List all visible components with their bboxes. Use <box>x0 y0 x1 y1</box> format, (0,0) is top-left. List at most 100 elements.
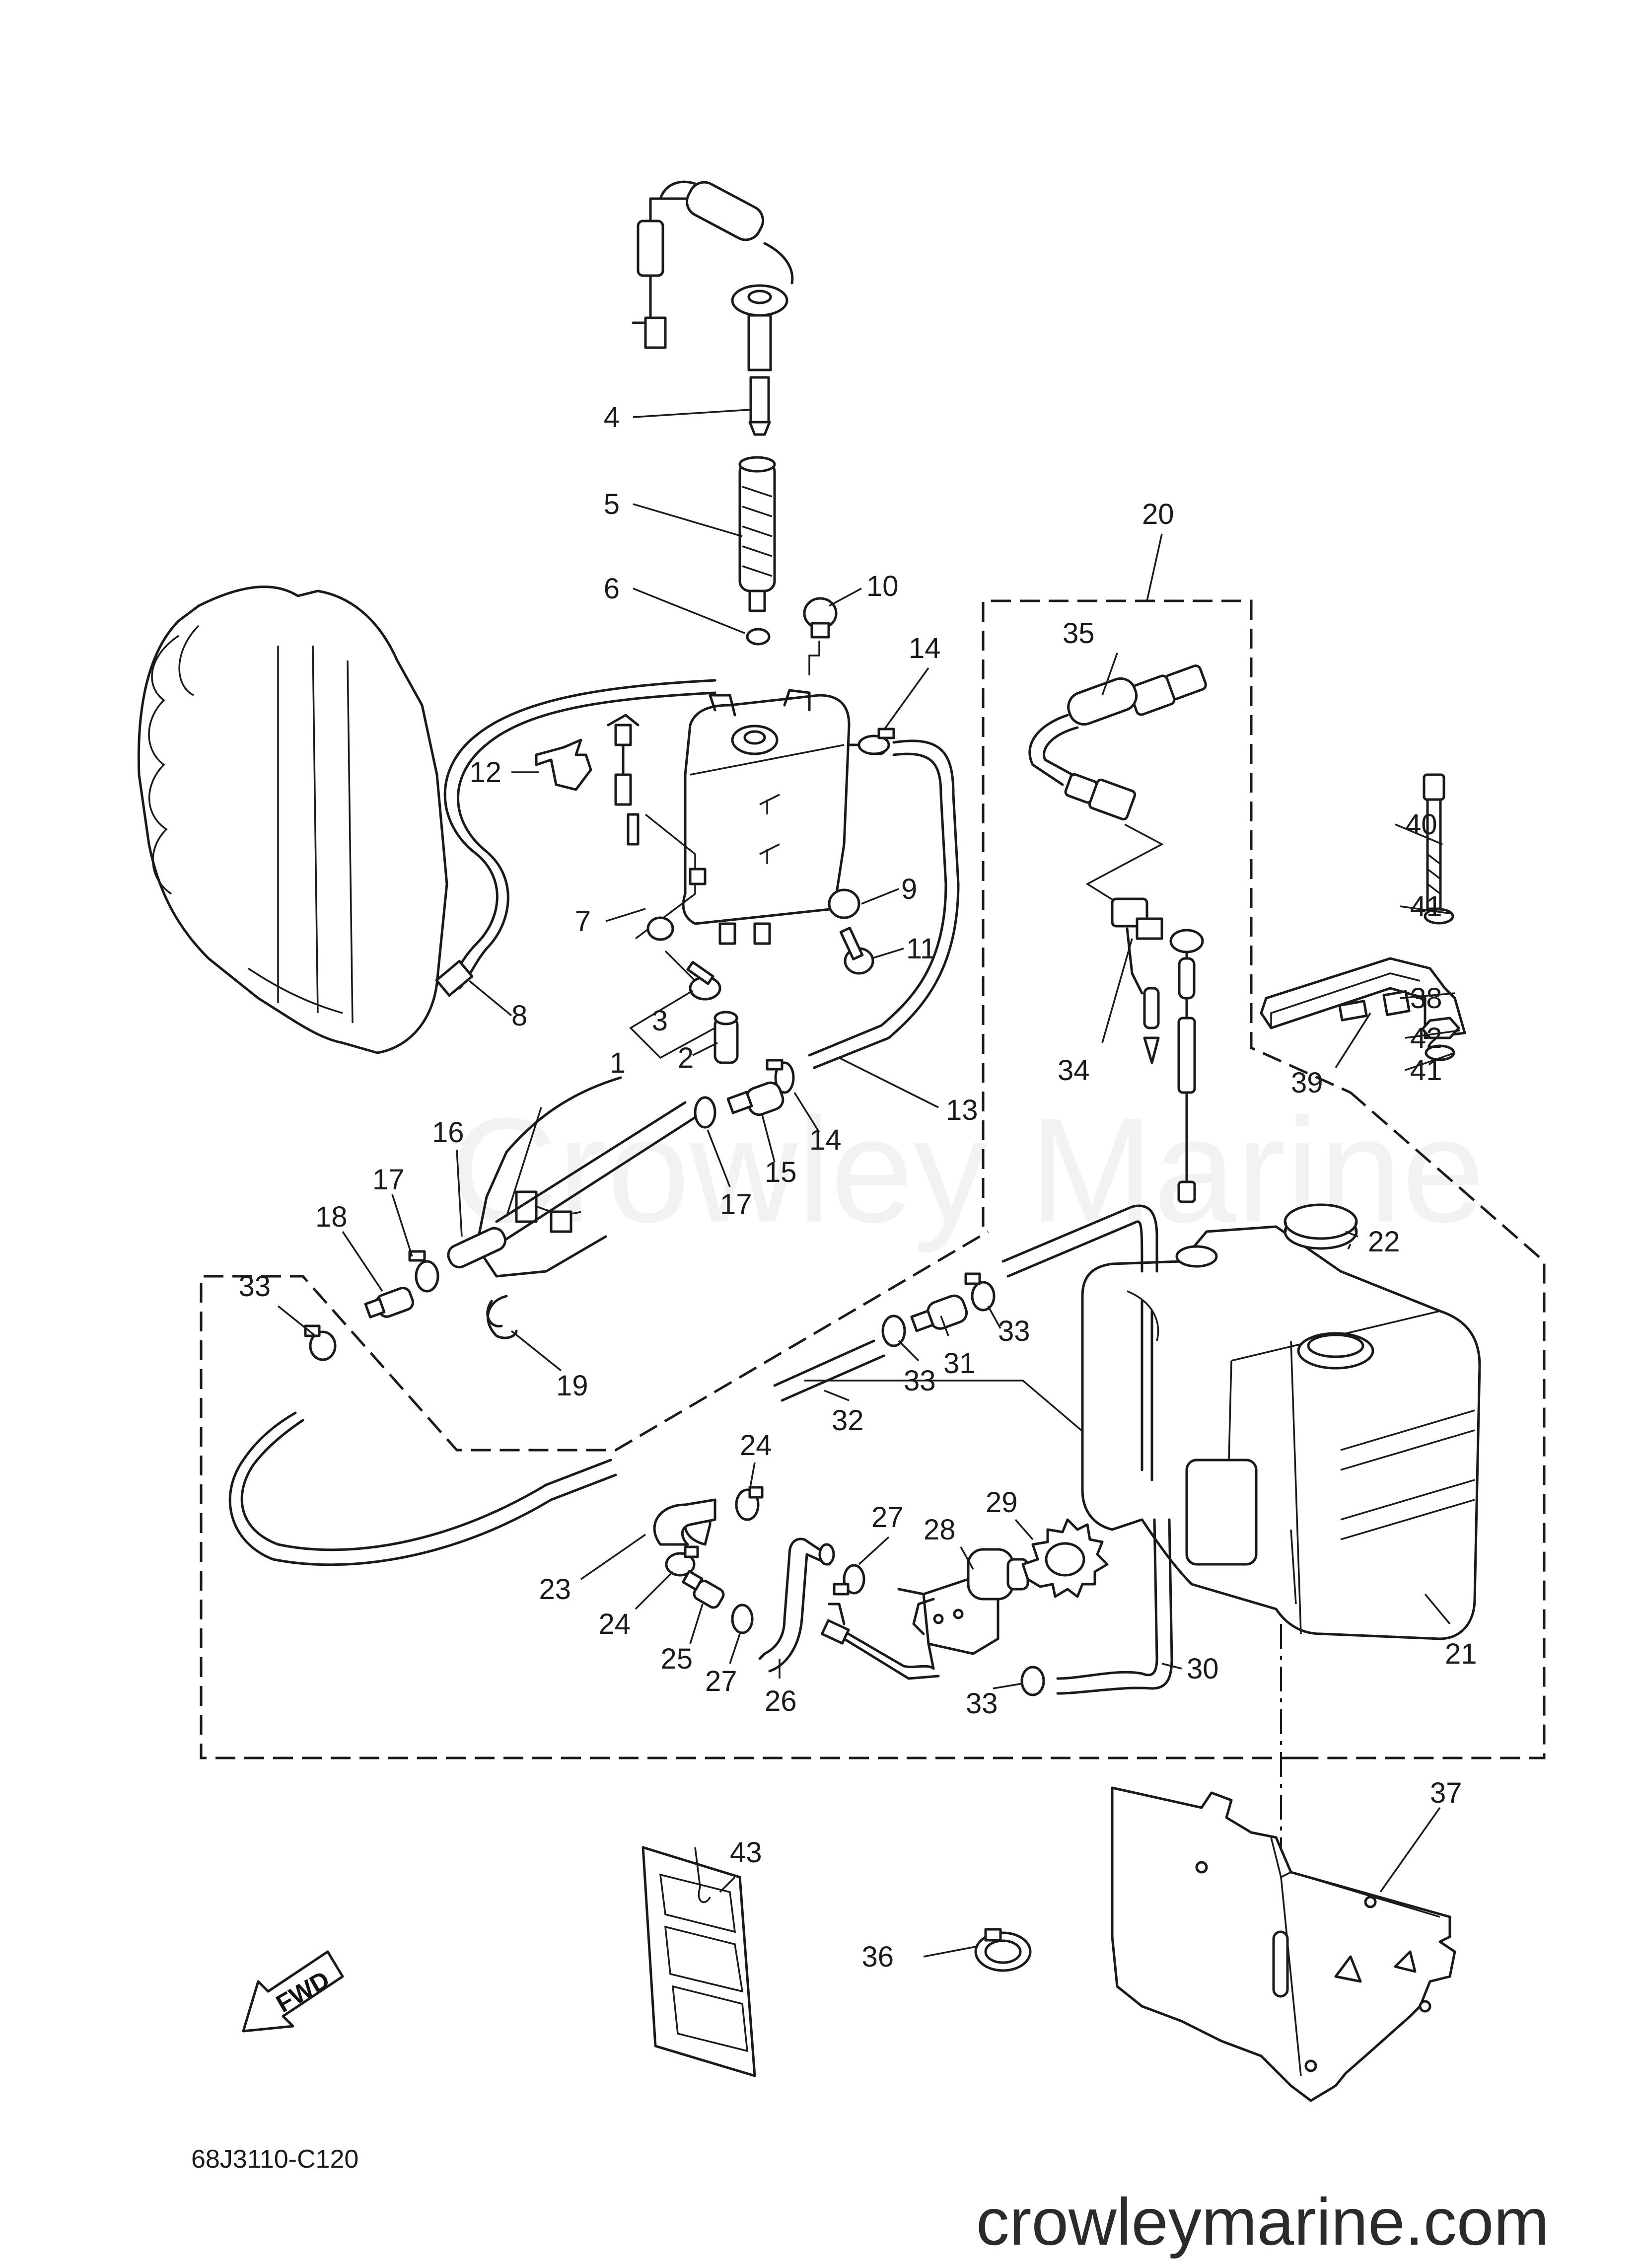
part-21-oil-tank <box>1081 1225 1481 1640</box>
part-24-clamp-lower <box>665 1545 699 1577</box>
callout-34: 34 <box>1058 1054 1090 1087</box>
callout-2: 2 <box>678 1042 694 1074</box>
callout-39: 39 <box>1291 1067 1323 1099</box>
callout-33-valve: 33 <box>904 1365 936 1397</box>
callout-35: 35 <box>1063 617 1095 650</box>
callout-22: 22 <box>1368 1226 1400 1258</box>
part-10-cap <box>803 597 838 675</box>
part-9-grommet <box>828 888 860 919</box>
part-6-o-ring <box>746 628 771 646</box>
part-43-label <box>642 1846 756 2077</box>
callout-25: 25 <box>660 1643 693 1675</box>
part-7-oil-level-switch <box>607 714 707 941</box>
part-26-hose <box>758 1537 835 1673</box>
part-16-hose <box>447 1101 697 1269</box>
part-33-clamp-left <box>304 1324 337 1361</box>
callout-41-lower: 41 <box>1410 1054 1442 1087</box>
callout-3: 3 <box>652 1005 668 1037</box>
callout-8: 8 <box>511 1000 527 1032</box>
part-25-fitting <box>682 1570 725 1609</box>
callout-5: 5 <box>604 488 620 520</box>
callout-16: 16 <box>432 1116 464 1149</box>
callout-29: 29 <box>986 1486 1018 1519</box>
callout-1: 1 <box>610 1047 626 1079</box>
callout-33-left: 33 <box>238 1270 271 1303</box>
callout-24-lower: 24 <box>598 1608 631 1640</box>
fwd-arrow: FWD <box>242 1950 344 2033</box>
part-4-oil-level-sensor <box>632 180 794 436</box>
part-33-clamp-valve <box>881 1315 906 1347</box>
part-19-clip <box>486 1295 518 1339</box>
callout-21: 21 <box>1445 1638 1477 1670</box>
part-14-clamp-top <box>857 728 895 755</box>
part-18-fitting <box>364 1287 415 1318</box>
part-8-breather-hose <box>435 679 716 997</box>
callout-41-upper: 41 <box>1410 890 1442 923</box>
part-29-gear <box>1021 1518 1109 1598</box>
part-11-bolt <box>839 927 874 975</box>
part-17-clamp-lower <box>408 1250 439 1293</box>
harness-connect-line <box>1085 823 1164 910</box>
callout-4: 4 <box>604 401 620 434</box>
callout-33-pump: 33 <box>966 1687 998 1720</box>
part-33-clamp-pump <box>1020 1666 1045 1696</box>
part-40-bolt <box>1423 773 1445 910</box>
callout-17-lower: 17 <box>372 1164 405 1196</box>
part-14-clamp-bottom <box>766 1059 795 1094</box>
callout-13: 13 <box>946 1094 978 1126</box>
part-32-hose <box>773 1339 885 1402</box>
callout-38: 38 <box>1410 982 1442 1015</box>
callout-26: 26 <box>765 1685 797 1717</box>
callout-42: 42 <box>1410 1022 1442 1054</box>
part-12-bracket <box>535 738 592 791</box>
callout-27-upper: 27 <box>871 1501 904 1534</box>
part-30-hose <box>1056 1518 1173 1695</box>
callout-17-upper: 17 <box>720 1188 752 1221</box>
part-13-hose <box>808 739 960 1069</box>
callout-36: 36 <box>861 1941 894 1973</box>
part-34-switch-assembly <box>1111 897 1204 1203</box>
callout-23: 23 <box>539 1573 571 1606</box>
part-35-harness <box>1028 664 1207 821</box>
lower-engine-outline <box>475 1076 622 1278</box>
website-watermark: crowleymarine.com <box>976 2185 1549 2259</box>
callout-40: 40 <box>1405 808 1437 841</box>
callout-43: 43 <box>730 1836 762 1869</box>
part-22-tank-cap <box>1284 1203 1358 1250</box>
oil-tank-assembly-boundary <box>200 1230 1301 1759</box>
part-42-nut <box>1421 1017 1460 1039</box>
callout-27-lower: 27 <box>705 1665 737 1697</box>
part-23-elbow-hose <box>653 1498 716 1546</box>
tank-return-hose <box>1001 1204 1158 1278</box>
callout-15: 15 <box>765 1156 797 1188</box>
part-3-bolt <box>686 960 721 1001</box>
part-2-collar <box>714 1011 739 1064</box>
part-36-clamp <box>974 1928 1032 1972</box>
callout-14-top: 14 <box>909 632 941 664</box>
leader-lines <box>277 409 1460 1958</box>
part-33-clamp-tank-top <box>964 1272 996 1312</box>
callout-11: 11 <box>906 933 936 965</box>
part-31-check-valve <box>910 1294 968 1332</box>
callout-28: 28 <box>924 1514 956 1546</box>
part-37-mounting-bracket <box>1111 1786 1456 2102</box>
part-27-clamp-upper <box>833 1564 865 1596</box>
part-23-long-hose <box>228 1411 617 1566</box>
callout-9: 9 <box>901 873 917 905</box>
part-15-check-valve <box>726 1081 785 1116</box>
part-28-oil-pump <box>821 1548 1029 1680</box>
callout-24-upper: 24 <box>740 1429 772 1462</box>
part-5-strainer <box>738 456 776 612</box>
callout-31: 31 <box>943 1347 976 1380</box>
callout-numbers: 4 5 6 10 14 12 7 8 9 11 3 1 2 13 14 15 1… <box>238 401 1477 1973</box>
callout-32: 32 <box>832 1404 864 1437</box>
diagram-code: 68J3110-C120 <box>191 2145 358 2174</box>
part-24-clamp-upper <box>735 1486 764 1521</box>
callout-6: 6 <box>604 573 620 605</box>
callout-12: 12 <box>469 756 501 789</box>
callout-33-tank: 33 <box>998 1315 1030 1347</box>
part-27-clamp-lower <box>731 1604 754 1634</box>
callout-10: 10 <box>866 570 899 602</box>
